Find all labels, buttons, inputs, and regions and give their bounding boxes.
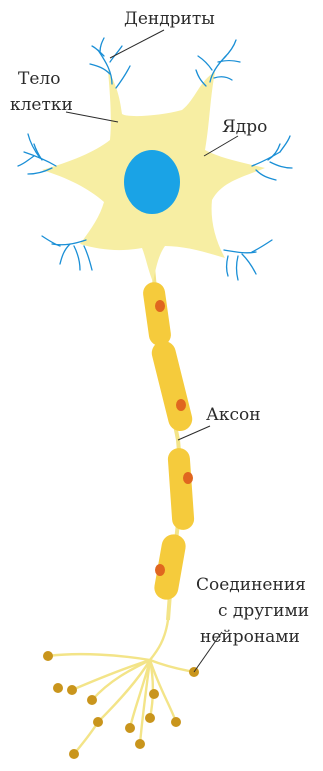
myelin-segment-3 <box>167 447 195 530</box>
dendrites-leader <box>110 30 164 58</box>
dendrites-label: Дендриты <box>124 9 215 29</box>
connections-label-line1: Соединения <box>196 575 306 595</box>
myelin-segment-1 <box>142 281 173 347</box>
nucleus <box>124 150 180 214</box>
myelin-segment-4 <box>152 532 187 601</box>
cell-body-leader <box>66 112 118 122</box>
cell-body-label-line1: Тело <box>18 69 60 89</box>
axon-label: Аксон <box>206 405 261 425</box>
connections-label-line3: нейронами <box>200 627 300 647</box>
nucleus-leader <box>204 136 238 156</box>
myelin-sheath <box>142 281 195 602</box>
connections-label-line2: с другими <box>218 601 309 621</box>
myelin-segment-2 <box>149 338 195 433</box>
nucleus-label: Ядро <box>222 117 267 137</box>
cell-body-label-line2: клетки <box>10 95 73 115</box>
